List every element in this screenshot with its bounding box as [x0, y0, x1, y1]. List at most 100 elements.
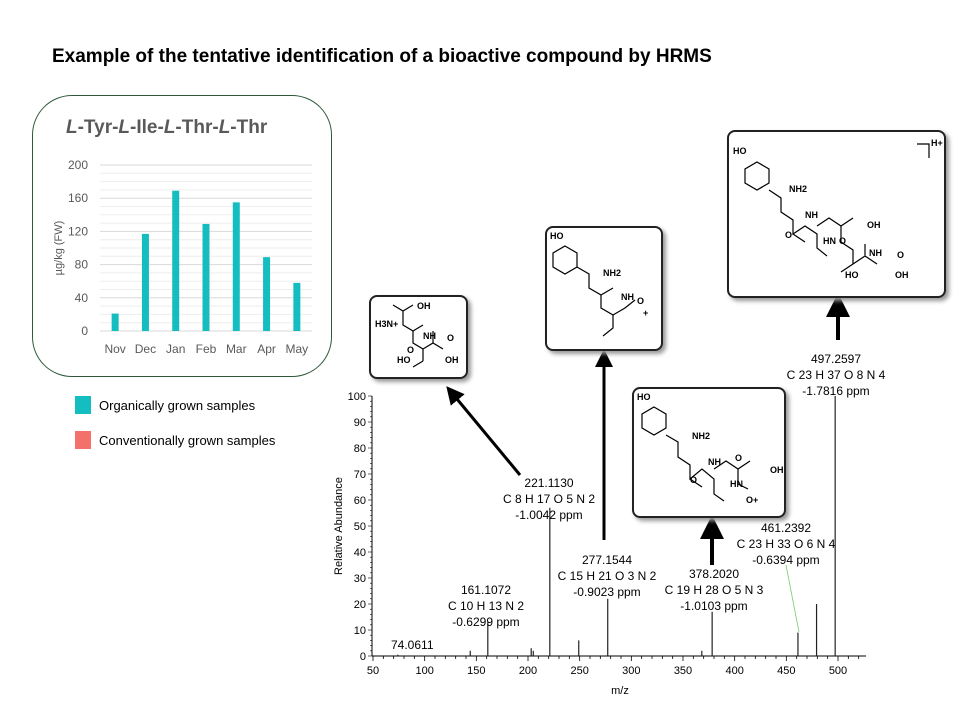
x-axis-label: m/z — [611, 685, 629, 697]
title-part: -Thr — [230, 117, 268, 138]
atom-label: OH — [770, 465, 784, 475]
title-part: -Ile- — [130, 117, 164, 138]
y-tick-label: 10 — [354, 625, 366, 637]
title-part: -Tyr- — [77, 117, 119, 138]
x-tick-label: Apr — [257, 342, 276, 356]
charge-label: H+ — [931, 138, 943, 148]
y-axis-label: µg/kg (FW) — [53, 221, 65, 276]
annotation-mz: 277.1544 — [581, 553, 633, 567]
structure-497: HO NH2 NH O OH HN NH O O HO OH H+ — [727, 130, 946, 298]
annotation-mz: 161.1072 — [460, 583, 512, 597]
atom-label: O — [447, 333, 455, 343]
x-tick-label: 200 — [519, 665, 537, 677]
title-part: -Thr- — [175, 117, 219, 138]
y-tick-label: 0 — [360, 651, 366, 663]
bar-chart-title: L-Tyr-L-Ile-L-Thr-L-Thr — [66, 117, 267, 139]
peak-annotation-277: 277.1544 C 15 H 21 O 3 N 2 -0.9023 ppm — [558, 552, 657, 600]
bar-may — [293, 282, 301, 331]
atom-label: NH2 — [789, 184, 808, 194]
molecule-skeleton — [392, 304, 444, 368]
annotation-formula: C 23 H 37 O 8 N 4 — [786, 368, 886, 382]
x-tick-label: Jan — [166, 342, 185, 356]
atom-label: NH — [423, 331, 436, 341]
atom-label: NH2 — [692, 431, 711, 441]
atom-label: HO — [550, 231, 564, 241]
atom-label: HO — [397, 355, 411, 365]
atom-label: H3N+ — [375, 319, 399, 329]
y-tick-label: 90 — [354, 417, 366, 429]
y-tick-label: 40 — [354, 547, 366, 559]
atom-label: HO — [637, 392, 651, 402]
molecule-skeleton — [744, 143, 930, 273]
y-tick-label: 160 — [68, 191, 88, 205]
atom-label: HN — [730, 479, 743, 489]
x-tick-label: Nov — [104, 342, 125, 356]
x-tick-label: 450 — [777, 665, 795, 677]
y-tick-label: 60 — [354, 495, 366, 507]
x-tick-label: 350 — [674, 665, 692, 677]
atom-label: O — [690, 475, 698, 485]
y-tick-label: 20 — [354, 599, 366, 611]
atom-label: NH — [621, 292, 634, 302]
atom-label: O — [407, 345, 415, 355]
atom-label: NH — [805, 210, 818, 220]
y-tick-label: 120 — [68, 224, 88, 238]
x-tick-label: Feb — [196, 342, 217, 356]
peak-annotation-497: 497.2597 C 23 H 37 O 8 N 4 -1.7816 ppm — [787, 351, 886, 399]
bar-apr — [263, 257, 271, 331]
atom-label: O+ — [746, 495, 759, 505]
molecule-skeleton — [552, 245, 636, 337]
x-tick-label: 100 — [415, 665, 433, 677]
x-tick-label: May — [286, 342, 309, 356]
annotation-formula: C 23 H 33 O 6 N 4 — [736, 537, 836, 551]
legend-label: Conventionally grown samples — [99, 432, 276, 448]
atom-label: HO — [733, 146, 747, 156]
annotation-formula: C 15 H 21 O 3 N 2 — [557, 569, 657, 583]
y-tick-label: 80 — [354, 443, 366, 455]
title-part: L — [218, 117, 231, 138]
annotation-mz: 461.2392 — [760, 521, 812, 535]
y-tick-label: 50 — [354, 521, 366, 533]
atom-label: OH — [445, 355, 459, 365]
atom-label: HN — [823, 236, 836, 246]
bar-dec — [141, 233, 149, 331]
annotation-ppm: -0.9023 ppm — [573, 585, 641, 599]
annotation-ppm: -1.0103 ppm — [680, 599, 748, 613]
atom-label: O — [637, 296, 645, 306]
leader-461 — [785, 564, 800, 633]
y-tick-label: 100 — [348, 391, 366, 403]
atom-label: NH — [708, 457, 721, 467]
annotation-formula: C 19 H 28 O 5 N 3 — [664, 583, 764, 597]
structure-277: HO NH2 NH O + — [545, 226, 663, 351]
title-part: L — [66, 117, 78, 138]
atom-label: O — [897, 250, 905, 260]
x-tick-label: 500 — [829, 665, 847, 677]
y-axis-label: Relative Abundance — [333, 477, 345, 575]
y-tick-label: 40 — [75, 291, 89, 305]
atom-label: NH2 — [603, 268, 622, 278]
peak-annotation-461: 461.2392 C 23 H 33 O 6 N 4 -0.6394 ppm — [737, 520, 836, 568]
annotation-formula: C 8 H 17 O 5 N 2 — [502, 492, 596, 506]
arrow-221 — [446, 386, 522, 476]
legend-organic: Organically grown samples — [75, 396, 255, 414]
bar-mar — [232, 202, 240, 331]
atom-label: OH — [417, 301, 431, 311]
x-tick-label: 150 — [467, 665, 485, 677]
annotation-ppm: -1.7816 ppm — [802, 384, 870, 398]
title-part: L — [118, 117, 131, 138]
atom-label: OH — [895, 270, 909, 280]
annotation-ppm: -1.0042 ppm — [515, 508, 583, 522]
atom-label: NH — [869, 248, 882, 258]
annotation-mz: 497.2597 — [810, 352, 862, 366]
annotation-ppm: -0.6299 ppm — [452, 615, 520, 629]
legend-swatch-organic — [75, 396, 91, 414]
annotation-mz: 378.2020 — [688, 567, 740, 581]
x-tick-label: 300 — [622, 665, 640, 677]
bar-chart-panel — [32, 95, 332, 377]
annotation-ppm: -0.6394 ppm — [752, 553, 820, 567]
x-tick-label: 250 — [570, 665, 588, 677]
